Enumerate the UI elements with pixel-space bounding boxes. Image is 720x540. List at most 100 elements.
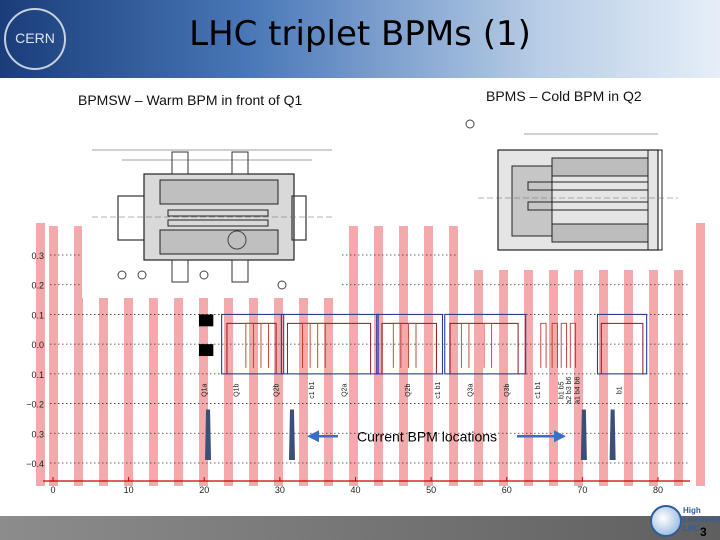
current-bpm-locations-label: Current BPM locations <box>357 428 497 444</box>
corrector-outline <box>407 322 417 368</box>
element-label: Q3a <box>468 383 475 396</box>
background-stripe <box>36 223 45 486</box>
q1-magnet <box>221 313 285 375</box>
background-stripe <box>474 226 483 486</box>
footer-bar <box>0 516 720 540</box>
bpm-marker <box>609 409 616 461</box>
element-label: Q3b <box>504 383 511 396</box>
background-stripe <box>399 226 408 486</box>
cold-bpm-drawing <box>458 114 688 270</box>
element-label: a1 b4 b6 <box>574 376 581 403</box>
corrector-outline <box>569 322 577 368</box>
hl-logo-line-2: Luminosity <box>683 515 720 524</box>
background-stripe <box>499 226 508 486</box>
hl-logo-line-3: LHC <box>683 524 700 533</box>
bpm-markers: Current BPM locations <box>205 409 616 461</box>
element-label: c1 b1 <box>309 382 316 399</box>
corrector-outline <box>245 322 254 368</box>
title-banner: CERN LHC triplet BPMs (1) <box>0 0 720 78</box>
q2a-inner-coil <box>286 322 372 374</box>
background-stripe <box>624 226 633 486</box>
bpm-marker <box>288 409 295 461</box>
y-tick-label: 0.2 <box>31 281 44 291</box>
element-label: c1 b1 <box>535 382 542 399</box>
element-label: b1 b5 <box>558 381 565 399</box>
y-tick-label: 0.1 <box>31 370 44 380</box>
corrector-outline <box>540 322 547 368</box>
corrector-outline <box>302 322 311 368</box>
x-tick-label: 20 <box>199 485 209 495</box>
background-stripe <box>299 226 308 486</box>
background-stripe <box>524 226 533 486</box>
q3-magnet <box>444 313 527 375</box>
corrector-outline <box>460 322 470 368</box>
slide-title: LHC triplet BPMs (1) <box>189 14 531 54</box>
absorber-block <box>198 314 214 327</box>
background-stripe <box>324 226 333 486</box>
y-tick-label: 0.0 <box>31 340 44 350</box>
background-stripe <box>224 226 233 486</box>
corrector-outline <box>483 322 493 368</box>
background-stripe <box>49 226 58 486</box>
magnet-outlines <box>198 313 648 375</box>
y-tick-label: −0.2 <box>26 400 44 410</box>
background-stripe <box>149 226 158 486</box>
background-stripe <box>549 226 558 486</box>
y-tick-label: 0.1 <box>31 310 44 320</box>
background-stripe <box>599 226 608 486</box>
x-tick-label: 50 <box>426 485 436 495</box>
absorber-block <box>198 344 214 357</box>
corrector-outline <box>560 322 567 368</box>
corrector-outline <box>260 322 269 368</box>
arrow-right-head <box>554 430 566 443</box>
arrow-left-head <box>307 430 319 443</box>
element-label: Q1b <box>233 383 240 396</box>
hl-logo-line-1: High <box>683 506 701 515</box>
background-stripe <box>696 223 705 486</box>
element-label: Q1a <box>202 383 209 396</box>
background-stripe <box>424 226 433 486</box>
element-label: Q2b <box>405 383 412 396</box>
hl-lhc-logo <box>650 505 682 537</box>
q2a-magnet <box>280 313 379 375</box>
corrector-outline <box>317 322 326 368</box>
warm-bpm-drawing <box>82 112 340 298</box>
element-label: Q2a <box>341 383 348 396</box>
background-stripe <box>649 226 658 486</box>
background-stripe <box>99 226 108 486</box>
background-stripe <box>74 226 83 486</box>
hl-lhc-logo-text: High Luminosity LHC <box>683 506 720 533</box>
corrector-outline <box>551 322 558 368</box>
q2b-magnet <box>376 313 444 375</box>
cern-logo: CERN <box>4 8 66 70</box>
x-tick-label: 70 <box>577 485 587 495</box>
background-stripe <box>574 226 583 486</box>
bpm-marker <box>205 409 212 461</box>
x-tick-label: 10 <box>124 485 134 495</box>
d1-inner-coil <box>600 322 644 374</box>
element-label: c1 b1 <box>435 382 442 399</box>
background-stripe <box>274 226 283 486</box>
x-tick-label: 80 <box>653 485 663 495</box>
background-stripe <box>174 226 183 486</box>
background-stripe <box>449 226 458 486</box>
cern-logo-text: CERN <box>15 30 55 46</box>
background-stripe <box>124 226 133 486</box>
element-label: b1 <box>617 386 624 394</box>
corrector-outline <box>392 322 402 368</box>
element-label: a2 b3 b6 <box>566 376 573 403</box>
cold-bpm-caption: BPMS – Cold BPM in Q2 <box>486 88 642 104</box>
d1-magnet <box>596 313 648 375</box>
y-tick-label: 0.3 <box>31 251 44 261</box>
background-stripe <box>674 226 683 486</box>
x-tick-label: 60 <box>502 485 512 495</box>
x-tick-label: 30 <box>275 485 285 495</box>
x-tick-label: 40 <box>350 485 360 495</box>
y-tick-label: −0.4 <box>26 459 44 469</box>
page-number: 3 <box>700 525 707 539</box>
warm-bpm-caption: BPMSW – Warm BPM in front of Q1 <box>78 92 303 108</box>
y-tick-label: 0.3 <box>31 429 44 439</box>
